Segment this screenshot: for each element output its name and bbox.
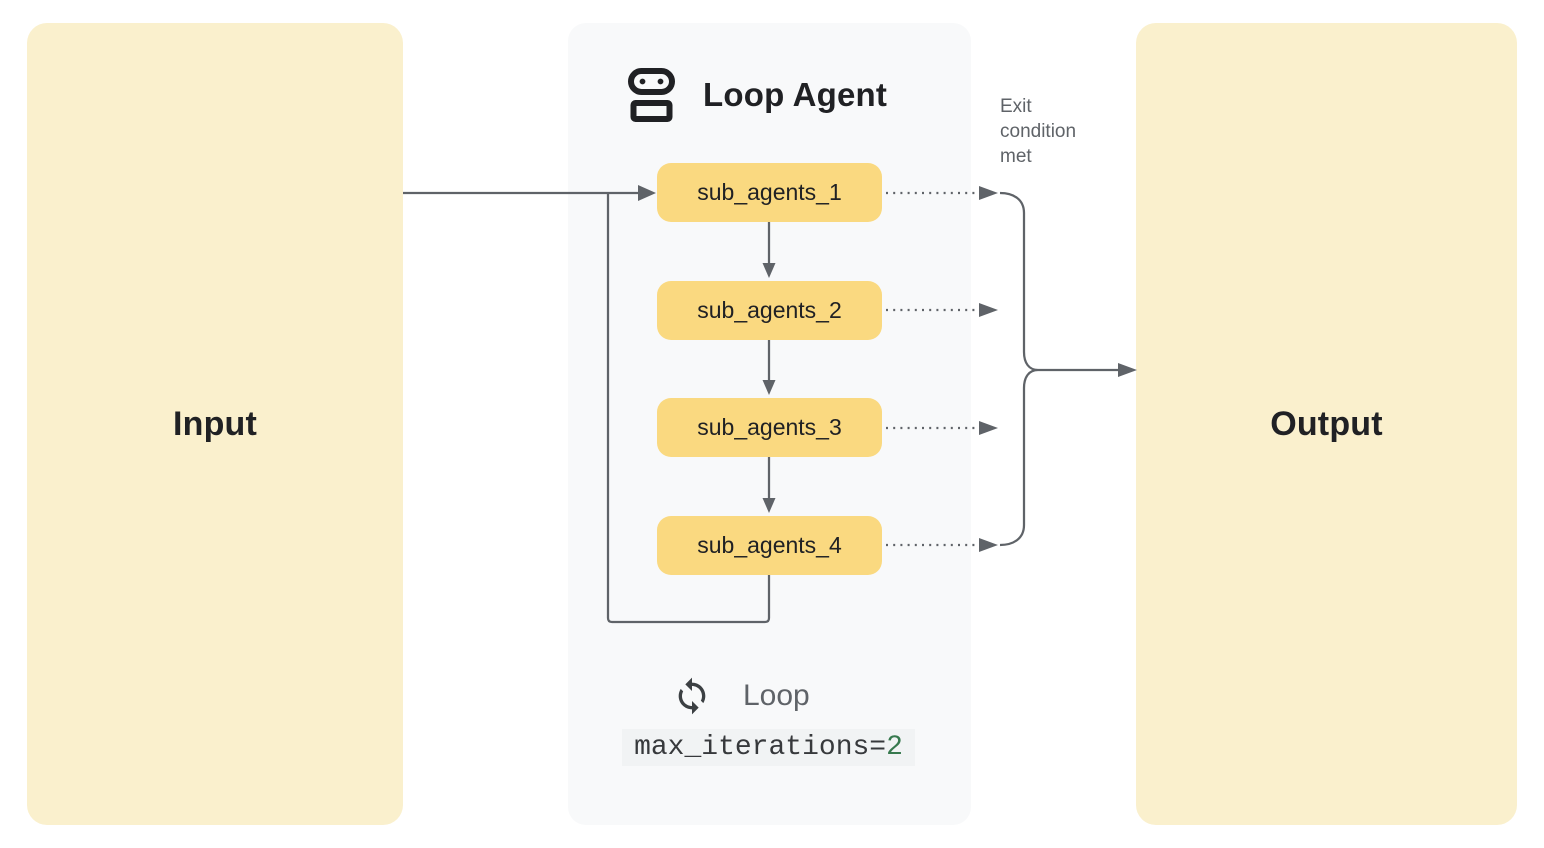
output-arrow — [1038, 363, 1137, 377]
sub-agent-box-3: sub_agents_3 — [657, 398, 882, 457]
loop-indicator: Loop — [672, 675, 810, 717]
exit-condition-label: Exit condition met — [1000, 96, 1077, 167]
loop-agent-header: Loop Agent — [628, 68, 887, 122]
sub-agent-label-4: sub_agents_4 — [697, 532, 842, 558]
input-label: Input — [172, 404, 258, 443]
loop-icon — [672, 676, 712, 716]
input-panel: Input — [27, 23, 403, 825]
sub-agent-label-2: sub_agents_2 — [697, 297, 842, 323]
robot-icon — [628, 68, 675, 122]
output-panel: Output — [1136, 23, 1517, 825]
merge-brace — [999, 191, 1039, 547]
max-iterations-text: max_iterations= — [634, 732, 887, 763]
sub-agent-box-1: sub_agents_1 — [657, 163, 882, 222]
sub-agent-label-1: sub_agents_1 — [697, 179, 842, 205]
loop-label: Loop — [743, 679, 810, 712]
loop-agent-panel: Loop Agent sub_agents_1 sub_agents_2 sub… — [568, 23, 971, 825]
max-iterations-value: 2 — [886, 732, 903, 763]
loop-agent-title: Loop Agent — [703, 76, 888, 113]
max-iterations-code: max_iterations=2 — [622, 729, 915, 766]
sub-agent-box-4: sub_agents_4 — [657, 516, 882, 575]
sub-agent-label-3: sub_agents_3 — [697, 414, 842, 440]
output-label: Output — [1270, 404, 1383, 443]
sub-agent-box-2: sub_agents_2 — [657, 281, 882, 340]
